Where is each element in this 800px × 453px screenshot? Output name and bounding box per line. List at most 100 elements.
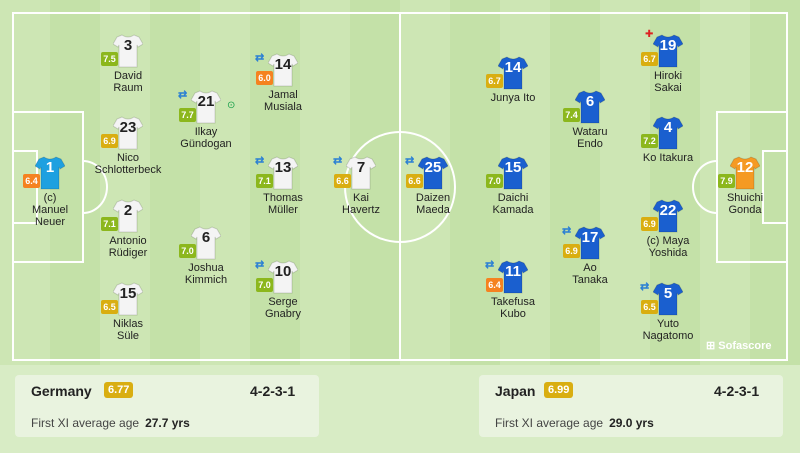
shirt-number: 2 [123,202,133,219]
sofascore-logo: ⊞ Sofascore [706,339,771,352]
shirt-number: 13 [274,159,292,176]
team-name: Japan [495,383,536,399]
substitution-icon: ⇄ [255,155,265,167]
shirt-number: 15 [504,159,522,176]
player-name-line: Hiroki [653,70,683,82]
avg-age-label: First XI average age [31,416,140,430]
player-name-line: Manuel [31,204,69,216]
formation: 4-2-3-1 [714,383,760,399]
team-card-germany[interactable]: Germany 6.77 4-2-3-1 First XI average ag… [15,375,319,437]
avg-age-value: 27.7 yrs [145,416,190,430]
player-name-line: Ilkay [194,126,218,138]
player-name-line: Havertz [342,204,380,216]
avg-age: First XI average age 27.7 yrs [31,416,190,430]
player-rating: 6.4 [23,174,40,188]
player-name-line: Shuichi [726,192,764,204]
player-rating: 7.4 [563,108,580,122]
player-name-line: Daichi [497,192,529,204]
player-rating: 6.7 [486,74,503,88]
shirt-number: 14 [504,59,522,76]
substitution-icon: ⇄ [640,281,650,293]
player-name-line: Ao [583,262,597,274]
player-rating: 6.7 [641,52,658,66]
player-rating: 6.6 [406,174,423,188]
shirt-number: 17 [581,229,599,246]
player-rating: 7.5 [101,52,118,66]
player-name-line: Rüdiger [108,247,148,259]
team-rating: 6.77 [104,382,134,398]
shirt-number: 14 [274,56,292,73]
player-name-line: Yuto [656,318,680,330]
player-rating: 7.7 [179,108,196,122]
substitution-icon: ⇄ [255,52,265,64]
shirt-number: 23 [119,119,137,136]
player-rating: 6.5 [641,300,658,314]
player-name-line: Jamal [268,89,298,101]
player-name-line: Thomas [263,192,303,204]
player-rating: 7.9 [718,174,735,188]
shirt-number: 6 [201,229,211,246]
assist-icon: ⊙ [227,100,236,111]
player-rating: 7.0 [486,174,503,188]
player-name-line: Wataru [572,126,608,138]
player-name-line: Kai [353,192,369,204]
shirt-number: 7 [356,159,366,176]
player-name-line: Junya Ito [490,92,536,104]
shirt-number: 21 [197,93,215,110]
player-name-line: Sakai [654,82,682,94]
player-rating: 7.0 [179,244,196,258]
player-rating: 7.0 [256,278,273,292]
right-goal-box [762,150,788,224]
shirt-number: 5 [663,285,673,302]
player-name-line: Kamada [492,204,534,216]
player-name-line: David [113,70,143,82]
shirt-number: 10 [274,263,292,280]
player-name: Ko Itakura [620,152,716,164]
substitution-icon: ⇄ [255,259,265,271]
